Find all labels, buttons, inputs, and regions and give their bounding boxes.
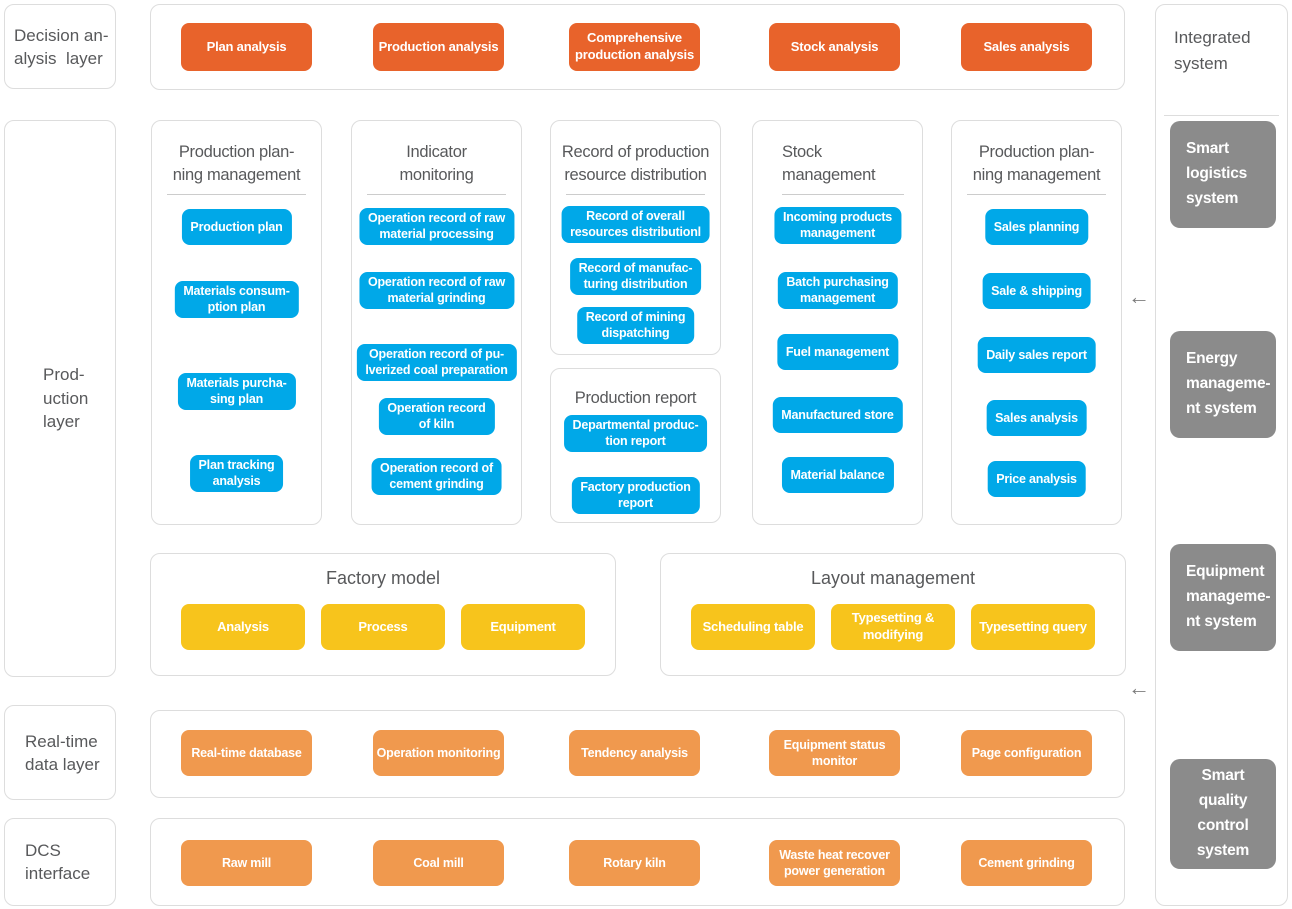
- node-smart-quality-control-system: Smart quality control system: [1170, 759, 1276, 869]
- node-factory-production-report: Factory production report: [571, 477, 700, 514]
- node-process: Process: [321, 604, 445, 650]
- box-title: Indicator monitoring: [352, 141, 521, 195]
- node-operation-record-raw-material-grinding: Operation record of raw material grindin…: [358, 272, 515, 309]
- node-operation-record-pulverized-coal-preparation: Operation record of pu- lverized coal pr…: [356, 344, 517, 381]
- node-materials-purchasing-plan: Materials purcha- sing plan: [177, 373, 296, 410]
- box-title: Stock management: [753, 141, 922, 195]
- node-record-mining-dispatching: Record of mining dispatching: [576, 307, 695, 344]
- node-departmental-production-report: Departmental produc- tion report: [563, 415, 708, 452]
- decision-analysis-row: Plan analysis Production analysis Compre…: [150, 4, 1125, 90]
- node-typesetting-query: Typesetting query: [971, 604, 1095, 650]
- production-layer-label: Prod- uction layer: [43, 365, 89, 432]
- title-divider: [1164, 115, 1279, 116]
- node-sales-planning: Sales planning: [984, 209, 1089, 245]
- node-sale-and-shipping: Sale & shipping: [982, 273, 1091, 309]
- node-scheduling-table: Scheduling table: [691, 604, 815, 650]
- decision-analysis-layer-label: Decision an- alysis layer: [14, 26, 109, 69]
- node-record-overall-resources-distribution: Record of overall resources distribution…: [561, 206, 710, 243]
- indicator-monitoring-box: Indicator monitoring Operation record of…: [351, 120, 522, 525]
- node-plan-tracking-analysis: Plan tracking analysis: [189, 455, 284, 492]
- node-daily-sales-report: Daily sales report: [977, 337, 1096, 373]
- realtime-data-layer-label: Real-time data layer: [25, 732, 100, 775]
- box-title: Record of production resource distributi…: [551, 141, 720, 195]
- node-raw-mill: Raw mill: [181, 840, 312, 886]
- realtime-data-row: Real-time database Operation monitoring …: [150, 710, 1125, 798]
- node-incoming-products-management: Incoming products management: [773, 207, 902, 244]
- integrated-system-column: Integrated system Smart logistics system…: [1155, 4, 1288, 906]
- node-typesetting-modifying: Typesetting & modifying: [831, 604, 955, 650]
- decision-analysis-layer-panel: Decision an- alysis layer: [4, 4, 116, 89]
- node-analysis: Analysis: [181, 604, 305, 650]
- node-comprehensive-production-analysis: Comprehensive production analysis: [569, 23, 700, 71]
- left-arrow-icon: ←: [1128, 675, 1150, 700]
- node-energy-management-system: Energy manageme- nt system: [1170, 331, 1276, 438]
- realtime-data-layer-panel: Real-time data layer: [4, 705, 116, 800]
- node-coal-mill: Coal mill: [373, 840, 504, 886]
- node-equipment-management-system: Equipment manageme- nt system: [1170, 544, 1276, 651]
- node-manufactured-store: Manufactured store: [772, 397, 903, 433]
- node-price-analysis: Price analysis: [987, 461, 1086, 497]
- node-fuel-management: Fuel management: [776, 334, 899, 370]
- node-production-analysis: Production analysis: [373, 23, 504, 71]
- dcs-interface-row: Raw mill Coal mill Rotary kiln Waste hea…: [150, 818, 1125, 906]
- layout-management-box: Layout management Scheduling table Types…: [660, 553, 1126, 676]
- node-record-manufacturing-distribution: Record of manufac- turing distribution: [569, 258, 702, 295]
- box-title: Production plan- ning management: [952, 141, 1121, 195]
- stock-management-box: Stock management Incoming products manag…: [752, 120, 923, 525]
- node-sales-analysis: Sales analysis: [961, 23, 1092, 71]
- node-plan-analysis: Plan analysis: [181, 23, 312, 71]
- resource-distribution-box: Record of production resource distributi…: [550, 120, 721, 355]
- node-operation-record-cement-grinding: Operation record of cement grinding: [371, 458, 502, 495]
- node-smart-logistics-system: Smart logistics system: [1170, 121, 1276, 228]
- production-report-box: Production report Departmental produc- t…: [550, 368, 721, 523]
- box-title: Production report: [574, 389, 697, 407]
- node-materials-consumption-plan: Materials consum- ption plan: [174, 281, 299, 318]
- node-waste-heat-recover-power-generation: Waste heat recover power generation: [769, 840, 900, 886]
- box-title: Production plan- ning management: [152, 141, 321, 195]
- node-stock-analysis: Stock analysis: [769, 23, 900, 71]
- node-operation-record-raw-material-processing: Operation record of raw material process…: [358, 208, 515, 245]
- node-production-plan: Production plan: [181, 209, 292, 245]
- node-equipment-status-monitor: Equipment status monitor: [769, 730, 900, 776]
- integrated-system-title: Integrated system: [1174, 28, 1251, 73]
- node-page-configuration: Page configuration: [961, 730, 1092, 776]
- production-layer-panel: Prod- uction layer: [4, 120, 116, 677]
- node-operation-monitoring: Operation monitoring: [373, 730, 504, 776]
- node-rotary-kiln: Rotary kiln: [569, 840, 700, 886]
- factory-model-box: Factory model Analysis Process Equipment: [150, 553, 616, 676]
- node-batch-purchasing-management: Batch purchasing management: [777, 272, 898, 309]
- dcs-interface-layer-label: DCS interface: [25, 841, 91, 884]
- sales-planning-management-box: Production plan- ning management Sales p…: [951, 120, 1122, 525]
- dcs-interface-layer-panel: DCS interface: [4, 818, 116, 906]
- production-planning-management-box: Production plan- ning management Product…: [151, 120, 322, 525]
- node-cement-grinding: Cement grinding: [961, 840, 1092, 886]
- node-equipment: Equipment: [461, 604, 585, 650]
- node-realtime-database: Real-time database: [181, 730, 312, 776]
- node-sales-analysis-blue: Sales analysis: [986, 400, 1087, 436]
- layout-management-title: Layout management: [810, 568, 976, 588]
- node-tendency-analysis: Tendency analysis: [569, 730, 700, 776]
- left-arrow-icon: ←: [1128, 284, 1150, 309]
- factory-model-title: Factory model: [325, 568, 441, 588]
- node-operation-record-of-kiln: Operation record of kiln: [378, 398, 495, 435]
- node-material-balance: Material balance: [781, 457, 894, 493]
